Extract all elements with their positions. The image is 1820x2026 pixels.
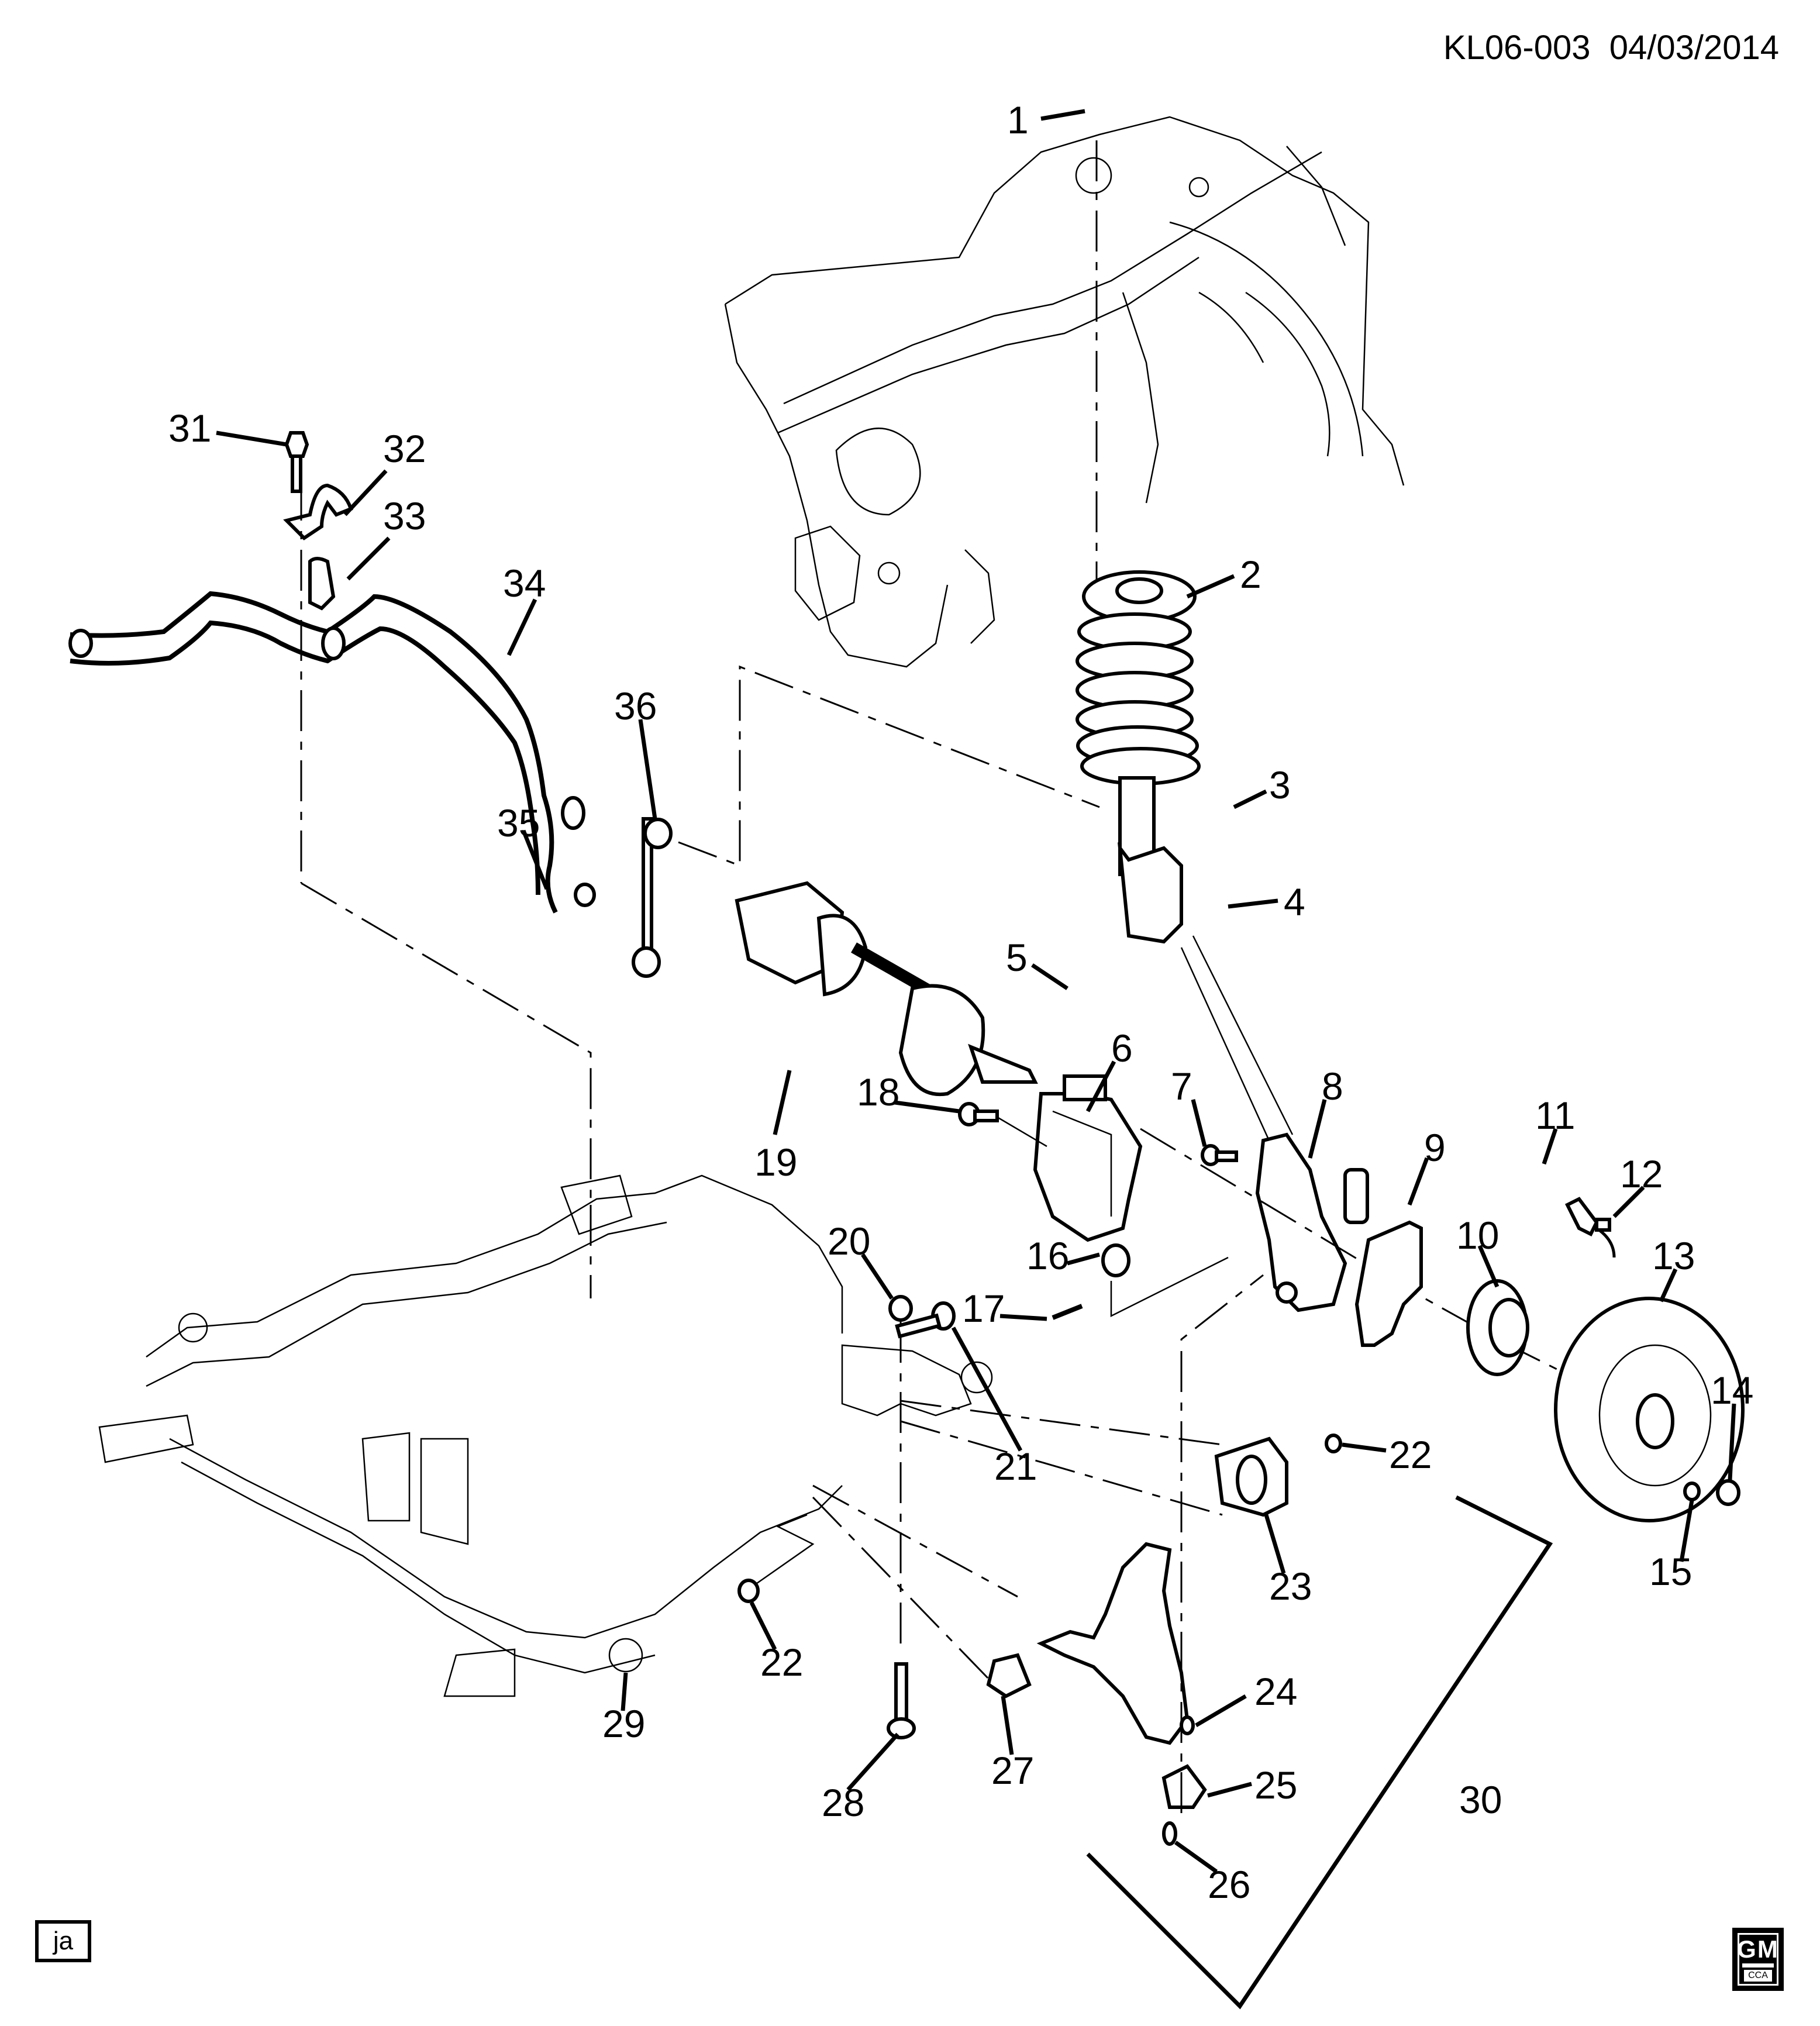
callout-34[interactable]: 34 <box>503 561 546 605</box>
gm-logo: GM CCA <box>1732 1928 1784 1991</box>
callout-25[interactable]: 25 <box>1254 1763 1297 1807</box>
callout-17[interactable]: 17 <box>962 1287 1005 1330</box>
callout-9[interactable]: 9 <box>1424 1126 1446 1169</box>
gm-logo-text: GM <box>1737 1935 1779 1963</box>
callout-26[interactable]: 26 <box>1208 1863 1250 1906</box>
steering-knuckle-drawing <box>1255 1132 1369 1312</box>
callout-28[interactable]: 28 <box>822 1781 864 1824</box>
callout-20[interactable]: 20 <box>828 1219 870 1263</box>
callout-15[interactable]: 15 <box>1649 1550 1692 1593</box>
callout-8[interactable]: 8 <box>1322 1064 1343 1108</box>
callout-7[interactable]: 7 <box>1171 1064 1192 1108</box>
callout-4[interactable]: 4 <box>1284 880 1305 924</box>
gm-logo-sub: CCA <box>1744 1969 1772 1982</box>
splash-shield-drawing <box>1354 1220 1423 1347</box>
callout-14[interactable]: 14 <box>1711 1369 1753 1412</box>
stabilizer-link-drawing <box>574 817 673 978</box>
subframe-drawing <box>98 1174 993 1697</box>
callout-18[interactable]: 18 <box>857 1070 899 1114</box>
callout-19[interactable]: 19 <box>754 1141 797 1184</box>
rotor-drawing <box>1554 1297 1745 1522</box>
callout-10[interactable]: 10 <box>1456 1214 1499 1257</box>
callouts: 1 2 3 4 5 6 7 8 9 10 11 12 13 14 15 16 1… <box>168 98 1753 1906</box>
alignment-line <box>1110 1256 1229 1318</box>
rotor-screw-drawing <box>1683 1481 1701 1501</box>
artist-initials: ja <box>53 1927 74 1955</box>
stabilizer-bracket-drawing <box>283 431 353 611</box>
callout-12[interactable]: 12 <box>1620 1152 1663 1195</box>
nut-22b-drawing <box>737 1579 760 1603</box>
bolt-28-drawing <box>887 1662 916 1739</box>
callout-31[interactable]: 31 <box>168 406 211 450</box>
strut-assembly-drawing <box>1076 570 1201 944</box>
nut-20-drawing <box>888 1295 913 1322</box>
callout-33[interactable]: 33 <box>383 494 426 537</box>
callout-22a[interactable]: 22 <box>1389 1433 1432 1476</box>
drive-axle-drawing <box>735 881 1038 1097</box>
callout-3[interactable]: 3 <box>1269 763 1291 807</box>
artist-initials-box: ja <box>35 1920 91 1962</box>
diagram-header: KL06-003 04/03/2014 <box>1443 28 1779 67</box>
bolt-7-drawing <box>1201 1144 1238 1166</box>
alignment-line <box>678 665 1100 867</box>
control-arm-drawing <box>986 1434 1342 1846</box>
callout-29[interactable]: 29 <box>602 1702 645 1745</box>
callout-36[interactable]: 36 <box>614 684 657 728</box>
callout-21[interactable]: 21 <box>994 1445 1037 1488</box>
diagram-date: 04/03/2014 <box>1609 29 1779 67</box>
alignment-line <box>754 1514 815 1586</box>
alignment-line <box>1192 935 1294 1135</box>
caliper-bolt-drawing <box>958 1102 999 1126</box>
callout-22b[interactable]: 22 <box>760 1641 803 1684</box>
diagram-id: KL06-003 <box>1443 29 1591 67</box>
hub-drawing <box>1466 1279 1529 1376</box>
axle-nut-drawing <box>1716 1479 1740 1506</box>
callout-35[interactable]: 35 <box>497 801 540 845</box>
alignment-line <box>997 1116 1047 1148</box>
callout-27[interactable]: 27 <box>991 1749 1034 1792</box>
callout-24[interactable]: 24 <box>1254 1670 1297 1713</box>
callout-1[interactable]: 1 <box>1007 98 1029 142</box>
gm-logo-bar <box>1742 1963 1774 1968</box>
stabilizer-bar-drawing <box>68 591 585 914</box>
cotter-pin-drawing <box>1052 1304 1083 1320</box>
callout-32[interactable]: 32 <box>383 427 426 470</box>
alignment-line <box>1180 947 1270 1141</box>
bolt-21-drawing <box>895 1301 956 1339</box>
leader-lines <box>216 109 1736 1873</box>
callout-11[interactable]: 11 <box>1535 1094 1576 1137</box>
assembly-bracket <box>1086 1495 1553 2010</box>
callout-13[interactable]: 13 <box>1652 1234 1695 1277</box>
sensor-drawing <box>1564 1197 1616 1258</box>
callout-6[interactable]: 6 <box>1111 1026 1133 1070</box>
callout-16[interactable]: 16 <box>1026 1234 1069 1277</box>
callout-23[interactable]: 23 <box>1269 1565 1312 1608</box>
alignment-line <box>812 1274 1264 1813</box>
brake-caliper-drawing <box>1033 1074 1143 1242</box>
callout-2[interactable]: 2 <box>1240 553 1261 596</box>
castle-nut-drawing <box>1101 1243 1130 1277</box>
alignment-line <box>301 882 592 1205</box>
body-structure <box>724 116 1405 668</box>
callout-5[interactable]: 5 <box>1006 936 1028 979</box>
callout-30[interactable]: 30 <box>1459 1778 1502 1821</box>
